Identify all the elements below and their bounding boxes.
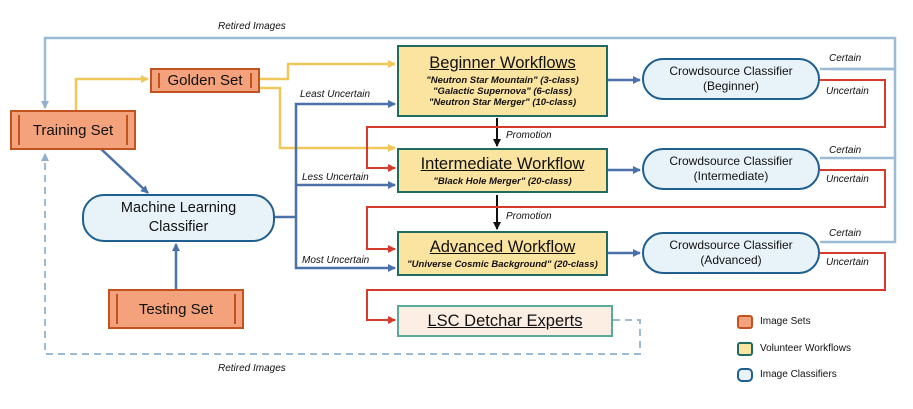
certain-label-3: Certain <box>829 228 862 239</box>
legend-image-sets-swatch <box>737 315 753 329</box>
certain-advanced-connector <box>820 158 897 244</box>
crowd-classifier-intermediate-line1: Crowdsource Classifier <box>669 154 793 168</box>
golden-set-node: Golden Set <box>150 68 260 93</box>
ml-to-advanced-connector <box>294 217 396 272</box>
crowd-classifier-intermediate-node: Crowdsource Classifier (Intermediate) <box>642 148 820 190</box>
crowd-classifier-advanced-line2: (Advanced) <box>700 253 762 267</box>
beginner-workflow-node: Beginner Workflows "Neutron Star Mountai… <box>397 45 608 117</box>
detchar-experts-title: LSC Detchar Experts <box>427 311 583 330</box>
crowd-classifier-advanced-node: Crowdsource Classifier (Advanced) <box>642 232 820 274</box>
crowd-classifier-beginner-line1: Crowdsource Classifier <box>669 64 793 78</box>
golden-set-label: Golden Set <box>167 72 243 89</box>
most-uncertain-label: Most Uncertain <box>302 255 370 266</box>
legend-image-classifiers-label: Image Classifiers <box>760 369 837 380</box>
legend-image-sets-label: Image Sets <box>760 316 811 327</box>
testing-set-label: Testing Set <box>138 300 214 318</box>
uncertain-label-1: Uncertain <box>826 86 869 97</box>
uncertain-beginner-connector <box>366 79 886 172</box>
less-uncertain-label: Less Uncertain <box>302 172 369 183</box>
intermediate-workflow-title: Intermediate Workflow <box>420 154 585 173</box>
retired-images-top-label: Retired Images <box>218 21 286 32</box>
training-set-label: Training Set <box>32 121 114 139</box>
golden-to-intermediate-connector <box>260 86 396 152</box>
retired-images-bottom-label: Retired Images <box>218 363 286 374</box>
training-set-node: Training Set <box>10 110 136 150</box>
ml-to-beginner-connector <box>294 100 396 217</box>
testing-set-node: Testing Set <box>108 289 244 329</box>
retired-images-bottom-connector <box>41 153 641 355</box>
legend-volunteer-workflows-swatch <box>737 342 753 356</box>
least-uncertain-label: Least Uncertain <box>300 89 371 100</box>
certain-label-1: Certain <box>829 53 862 64</box>
training-to-ml-connector <box>99 147 149 194</box>
intermediate-workflow-node: Intermediate Workflow "Black Hole Merger… <box>397 148 608 193</box>
beginner-workflow-item: "Galactic Supernova" (6-class) <box>433 86 572 97</box>
uncertain-label-2: Uncertain <box>826 174 869 185</box>
uncertain-intermediate-connector <box>366 169 886 253</box>
crowd-classifier-beginner-line2: (Beginner) <box>702 79 760 93</box>
advanced-workflow-title: Advanced Workflow <box>429 237 576 256</box>
crowd-classifier-intermediate-line2: (Intermediate) <box>693 169 769 183</box>
beginner-workflow-title: Beginner Workflows <box>429 54 576 72</box>
training-to-golden-connector <box>74 75 149 110</box>
certain-label-2: Certain <box>829 145 862 156</box>
promotion-label-2: Promotion <box>506 211 552 222</box>
intermediate-workflow-item: "Black Hole Merger" (20-class) <box>433 175 572 187</box>
legend-volunteer-workflows-label: Volunteer Workflows <box>760 343 851 354</box>
beginner-workflow-item: "Neutron Star Mountain" (3-class) <box>426 75 579 86</box>
advanced-workflow-item: "Universe Cosmic Background" (20-class) <box>407 258 598 270</box>
uncertain-advanced-connector <box>366 252 886 324</box>
advanced-workflow-node: Advanced Workflow "Universe Cosmic Backg… <box>397 231 608 276</box>
ml-classifier-node: Machine Learning Classifier <box>82 194 275 242</box>
ml-classifier-line2: Classifier <box>148 219 209 235</box>
legend-image-classifiers-swatch <box>737 368 753 382</box>
detchar-experts-node: LSC Detchar Experts <box>397 305 613 337</box>
ml-classifier-line1: Machine Learning <box>120 200 237 216</box>
golden-to-beginner-connector <box>260 60 396 81</box>
crowd-classifier-advanced-line1: Crowdsource Classifier <box>669 238 793 252</box>
uncertain-label-3: Uncertain <box>826 257 869 268</box>
beginner-workflow-item: "Neutron Star Merger" (10-class) <box>428 97 577 108</box>
crowd-classifier-beginner-node: Crowdsource Classifier (Beginner) <box>642 58 820 100</box>
promotion-label-1: Promotion <box>506 130 552 141</box>
